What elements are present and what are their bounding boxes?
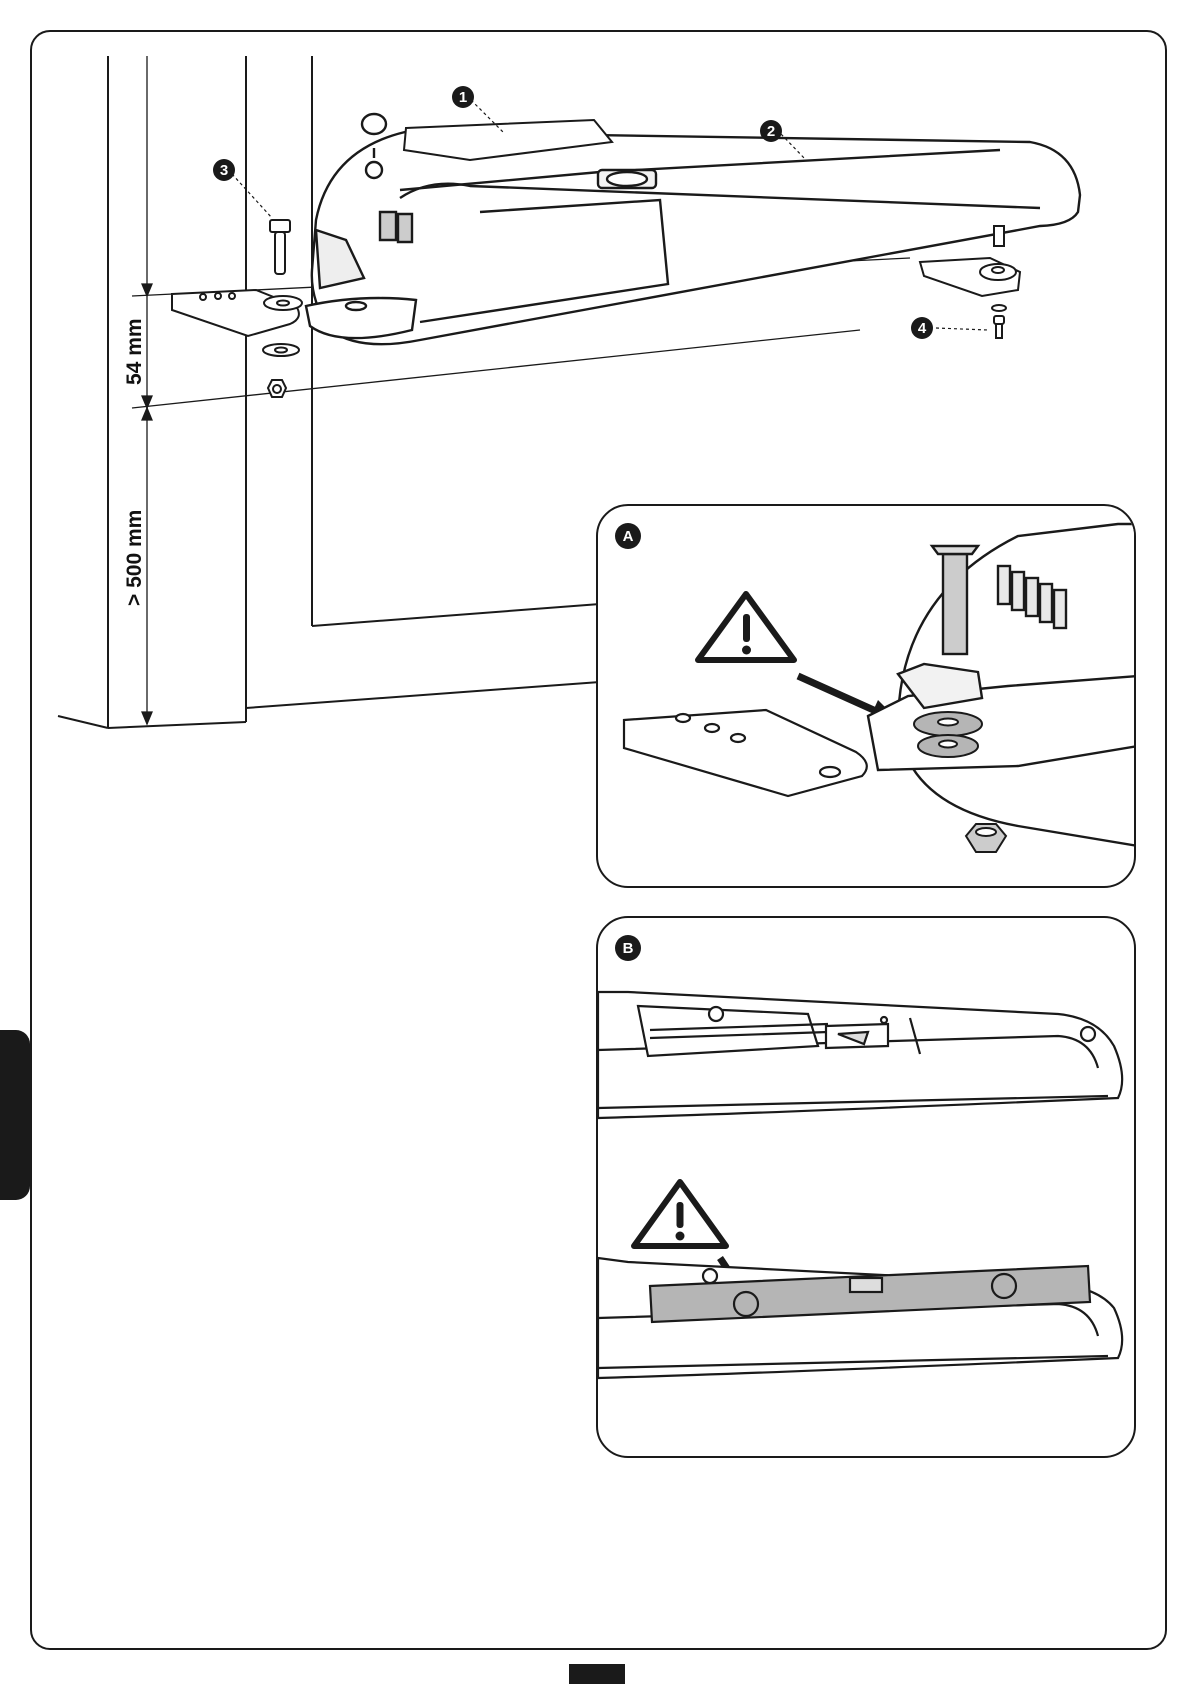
svg-text:1: 1 xyxy=(459,89,467,106)
panel-a-nut xyxy=(966,824,1006,852)
callout-3: 3 xyxy=(213,159,235,181)
callout-4: 4 xyxy=(911,317,933,339)
panel-a-bracket xyxy=(624,710,867,796)
detail-panel-b: B xyxy=(596,916,1136,1458)
svg-text:B: B xyxy=(623,940,634,957)
callout-2: 2 xyxy=(760,120,782,142)
detail-a-drawing: A xyxy=(598,506,1136,888)
svg-text:2: 2 xyxy=(767,123,775,140)
dimension-54mm: 54 mm xyxy=(123,318,146,385)
svg-text:A: A xyxy=(623,528,634,545)
detail-panel-a: A xyxy=(596,504,1136,888)
left-bracket xyxy=(172,290,302,397)
svg-text:4: 4 xyxy=(918,320,927,337)
panel-b-badge: B xyxy=(615,935,641,961)
detail-b-drawing: B xyxy=(598,918,1136,1458)
warning-triangle-icon xyxy=(634,1182,726,1246)
panel-b-upper-profile xyxy=(598,992,1122,1118)
bolt-3 xyxy=(270,220,290,274)
callout-1: 1 xyxy=(452,86,474,108)
svg-text:3: 3 xyxy=(220,162,228,179)
panel-a-operator xyxy=(868,524,1136,846)
dimension-500mm: > 500 mm xyxy=(123,510,146,606)
panel-a-badge: A xyxy=(615,523,641,549)
warning-triangle-icon xyxy=(698,594,794,660)
